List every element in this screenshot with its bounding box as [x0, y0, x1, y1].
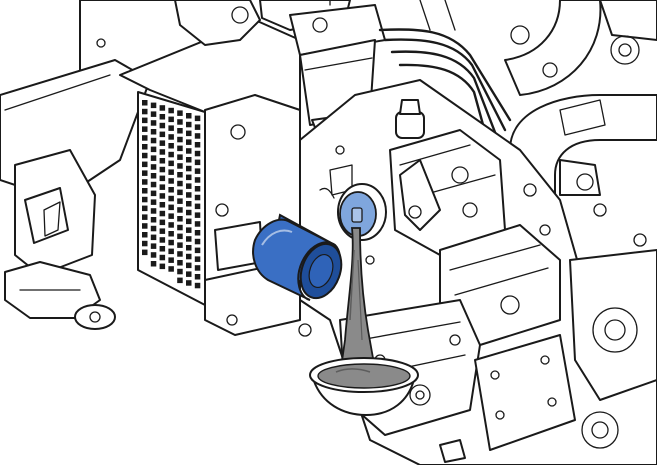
fuel-injection-lines [378, 0, 558, 152]
oil-filter-icon [252, 213, 343, 301]
radiator-grille [137, 91, 206, 306]
generator-housing [0, 0, 206, 330]
oil-drain-pan-icon [309, 357, 419, 417]
